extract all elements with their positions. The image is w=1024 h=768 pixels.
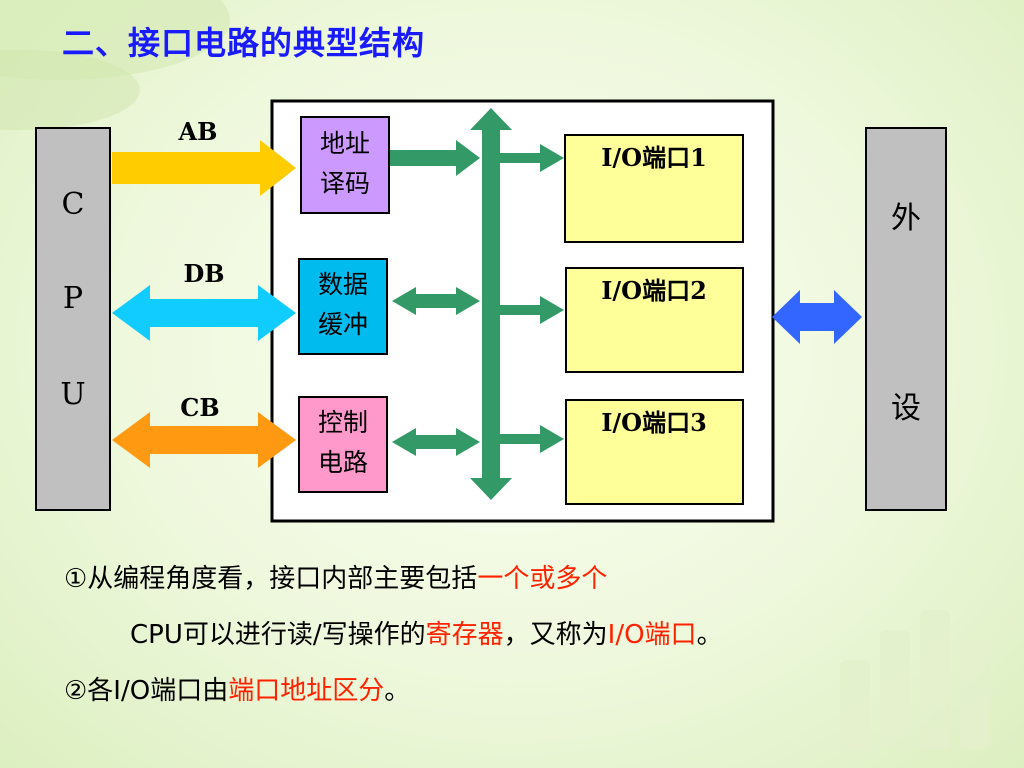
bus-to-port1-arrow <box>500 144 564 172</box>
data-bus-arrow <box>392 287 480 315</box>
peripheral-arrow <box>772 290 862 344</box>
note-line-2-highlight-1: 寄存器 <box>425 620 504 650</box>
note-line-3: ②各I/O端口由端口地址区分。 <box>64 670 410 707</box>
note-line-2: CPU可以进行读/写操作的寄存器，又称为I/O端口。 <box>130 614 723 651</box>
cb-arrow <box>112 412 296 468</box>
db-arrow <box>112 285 296 341</box>
data-buffer-box <box>298 258 388 355</box>
note-line-2-text-b: ，又称为 <box>503 620 608 650</box>
interface-circuit-diagram: C P U 外 设 AB DB CB 地址 译码 数据 缓冲 控制 电路 I/O… <box>35 99 947 523</box>
cb-label: CB <box>180 393 219 422</box>
data-buffer-line2: 缓冲 <box>318 310 368 339</box>
address-decode-line1: 地址 <box>320 129 370 158</box>
cpu-char-p: P <box>63 281 83 316</box>
page-title: 二、接口电路的典型结构 <box>62 24 426 62</box>
peripheral-char-2: 设 <box>891 391 921 426</box>
cpu-char-u: U <box>60 377 85 412</box>
address-decode-line2: 译码 <box>320 169 370 198</box>
ab-label: AB <box>178 117 218 146</box>
io-port-3-label: I/O端口3 <box>601 408 707 437</box>
note-line-1-highlight: 一个或多个 <box>477 564 608 594</box>
note-line-2-text-c: 。 <box>696 620 723 650</box>
io-port-2 <box>565 267 744 373</box>
control-circuit-line1: 控制 <box>318 408 368 437</box>
note-line-3-text-a: ②各I/O端口由 <box>64 676 229 706</box>
note-line-3-highlight: 端口地址区分 <box>228 676 385 706</box>
io-port-2-label: I/O端口2 <box>601 276 707 305</box>
control-circuit-box <box>298 396 388 493</box>
ctrl-bus-arrow <box>392 428 480 456</box>
data-buffer-line1: 数据 <box>318 270 368 299</box>
io-port-1 <box>564 134 744 243</box>
note-line-3-text-b: 。 <box>384 676 411 706</box>
note-line-1: ①从编程角度看，接口内部主要包括一个或多个 <box>64 558 607 595</box>
addr-to-bus-arrow <box>390 140 480 176</box>
control-circuit-line2: 电路 <box>318 448 368 477</box>
note-line-2-highlight-2: I/O端口 <box>607 620 697 650</box>
io-port-3 <box>565 399 744 505</box>
bus-to-port3-arrow <box>500 425 564 453</box>
internal-bus-vertical <box>470 108 512 500</box>
peripheral-char-1: 外 <box>891 201 921 236</box>
io-port-1-label: I/O端口1 <box>601 143 707 172</box>
peripheral-block <box>865 127 947 511</box>
ab-arrow <box>112 140 296 196</box>
address-decode-box <box>300 116 390 214</box>
db-label: DB <box>183 259 224 288</box>
note-line-1-text: ①从编程角度看，接口内部主要包括 <box>64 564 478 594</box>
cpu-block <box>35 127 111 511</box>
bus-to-port2-arrow <box>500 296 564 324</box>
note-line-2-text-a: CPU可以进行读/写操作的 <box>130 620 426 650</box>
cpu-char-c: C <box>62 187 85 222</box>
